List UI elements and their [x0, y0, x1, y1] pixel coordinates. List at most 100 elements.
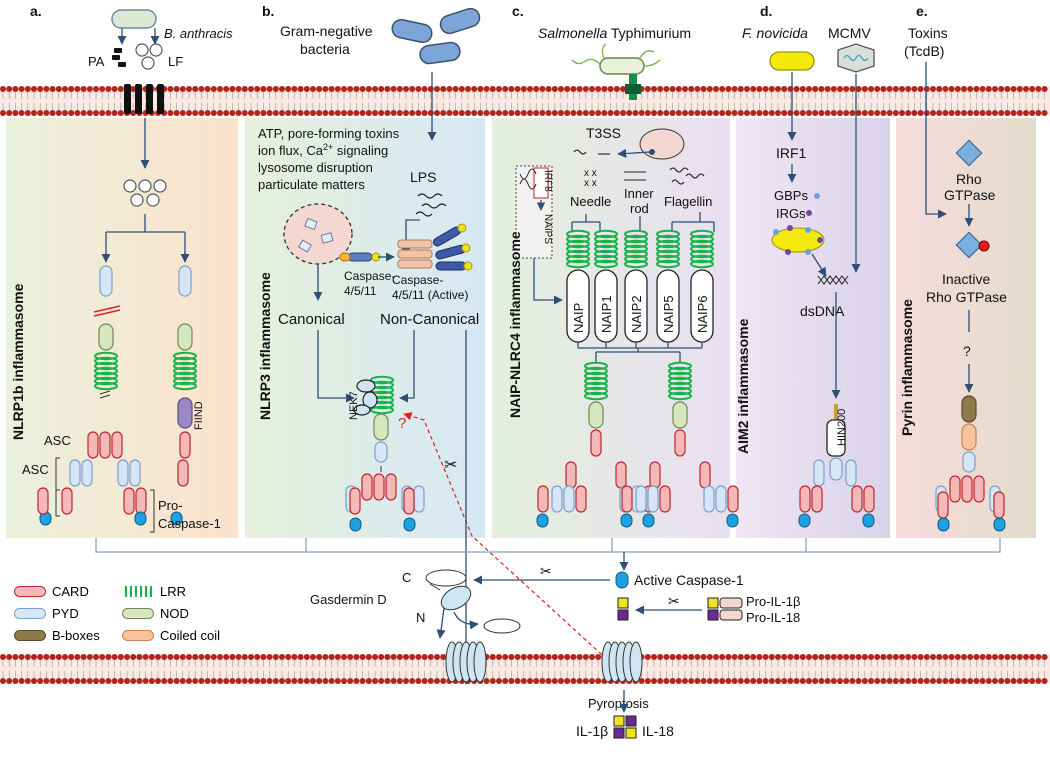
lipid-head — [266, 86, 273, 92]
lrr-domain — [94, 376, 118, 386]
lipid-head — [781, 654, 788, 660]
lrr-domain — [566, 239, 590, 249]
lipid-head — [396, 110, 403, 116]
naip-label: NAIP2 — [629, 295, 644, 333]
card-domain — [727, 485, 739, 513]
lipid-head — [688, 654, 695, 660]
lipid-head — [328, 86, 335, 92]
hin200-label: HIN200 — [836, 409, 848, 446]
lipid-head — [427, 678, 434, 684]
inactive-rho-label-2: Rho GTPase — [926, 289, 1007, 305]
lipid-head — [117, 678, 124, 684]
pro-il-icons — [707, 597, 743, 621]
lipid-head — [347, 678, 354, 684]
lipid-head — [297, 678, 304, 684]
lipid-head — [731, 86, 738, 92]
lipid-head — [917, 678, 924, 684]
lipid-head — [682, 654, 688, 660]
lipid-head — [1010, 654, 1017, 660]
lipid-head — [86, 110, 93, 116]
lipid-head — [892, 86, 899, 92]
lipid-head — [279, 678, 285, 684]
lipid-head — [99, 86, 106, 92]
nek7-icon — [353, 379, 378, 416]
lipid-head — [775, 678, 781, 684]
lipid-head — [545, 86, 552, 92]
lipid-head — [111, 110, 118, 116]
lipid-head — [155, 654, 161, 660]
card-domain — [135, 487, 147, 515]
lipid-head — [6, 678, 13, 684]
lipid-head — [285, 86, 292, 92]
lipid-head — [520, 654, 527, 660]
lrr-domain — [656, 229, 680, 239]
lipid-head — [694, 678, 701, 684]
lipid-head — [1029, 678, 1036, 684]
lipid-head — [787, 654, 794, 660]
lipid-head — [403, 654, 409, 660]
card-domain — [373, 473, 385, 501]
gram-neg-label-1: Gram-negative — [280, 23, 373, 39]
lipid-head — [465, 86, 471, 92]
lipid-head — [700, 110, 707, 116]
lipid-head — [930, 654, 936, 660]
lipid-head — [973, 654, 980, 660]
lipid-head — [899, 678, 905, 684]
lipid-head — [601, 110, 608, 116]
lipid-head — [192, 110, 199, 116]
dsdna-icon — [817, 275, 849, 285]
lipid-head — [973, 110, 980, 116]
lipid-head — [923, 110, 930, 116]
lipid-head — [868, 110, 874, 116]
lrr-domain — [624, 254, 648, 264]
lipid-head — [527, 654, 533, 660]
lipid-head — [74, 86, 81, 92]
card-domain — [811, 485, 823, 513]
lipid-head — [24, 678, 31, 684]
lipid-head — [905, 678, 912, 684]
caspase-domain — [170, 511, 183, 526]
lipid-head — [595, 110, 602, 116]
lipid-head — [403, 110, 409, 116]
nod-domain — [672, 401, 688, 429]
lipid-head — [365, 678, 372, 684]
lrr-domain — [656, 239, 680, 249]
lipid-head — [874, 86, 881, 92]
lipid-head — [539, 86, 546, 92]
lipid-head — [471, 86, 478, 92]
lipid-head — [334, 86, 341, 92]
lipid-head — [923, 678, 930, 684]
lipid-head — [985, 678, 992, 684]
lipid-head — [105, 654, 112, 660]
lipid-head — [868, 654, 874, 660]
lipid-head — [533, 110, 540, 116]
lipid-head — [502, 654, 509, 660]
lipid-head — [210, 110, 217, 116]
lipid-head — [539, 678, 546, 684]
lipid-head — [669, 86, 676, 92]
nod-domain — [373, 413, 389, 441]
pa-pore-icon — [124, 84, 164, 114]
lipid-head — [390, 654, 397, 660]
lipid-head — [589, 654, 595, 660]
needle-xs-2: x x — [584, 178, 597, 189]
lipid-head — [18, 86, 25, 92]
lipid-head — [148, 654, 155, 660]
lipid-head — [539, 654, 546, 660]
lipid-head — [936, 110, 943, 116]
lipid-head — [651, 654, 657, 660]
lipid-head — [527, 110, 533, 116]
lipid-head — [136, 654, 143, 660]
lipid-head — [706, 678, 713, 684]
legend-item: CARD — [14, 584, 89, 599]
lipid-head — [12, 678, 19, 684]
lipid-head — [582, 654, 589, 660]
b-anthracis-bacterium — [111, 9, 157, 29]
lipid-head — [316, 654, 323, 660]
lipid-head — [713, 86, 719, 92]
lipid-head — [130, 654, 137, 660]
lipid-head — [725, 678, 732, 684]
gsdmd-pores — [445, 641, 643, 683]
pyd-domain — [117, 459, 129, 487]
